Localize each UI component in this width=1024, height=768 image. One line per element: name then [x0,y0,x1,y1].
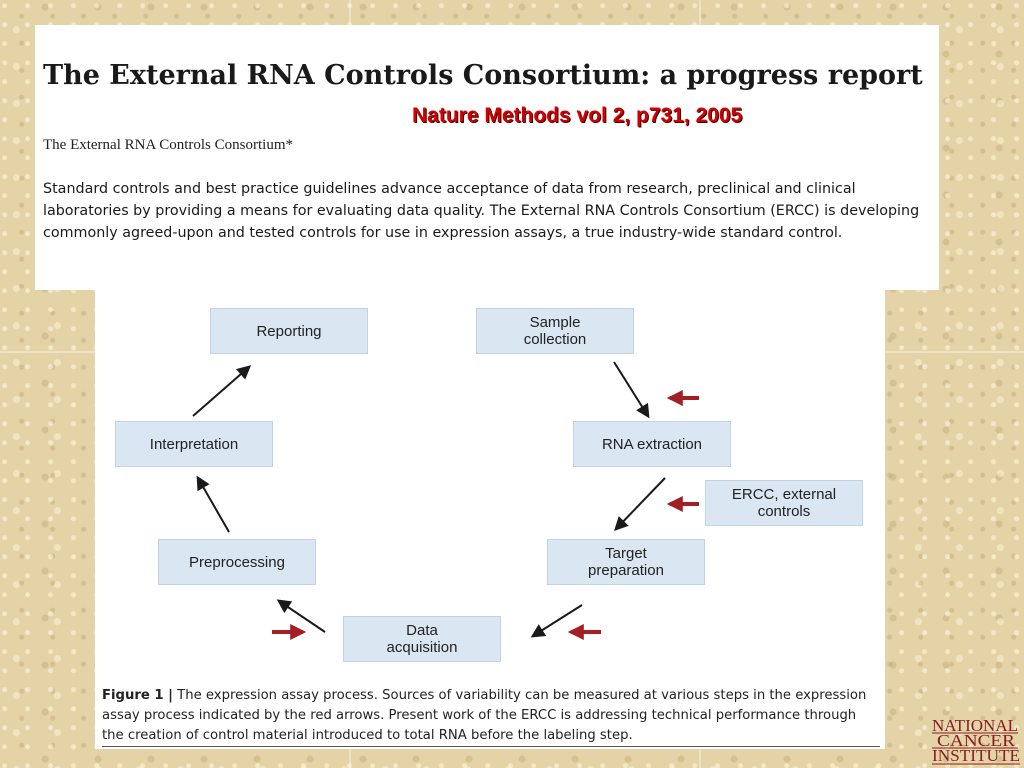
flow-arrow-preprocessing-to-interpretation [196,475,230,533]
node-target-preparation: Target preparation [547,539,705,585]
figure-caption-text: The expression assay process. Sources of… [102,688,867,743]
logo-line-institute: INSTITUTE [932,746,1020,765]
flow-arrow-rna-to-target [614,477,666,532]
flow-arrow-target-to-acquisition [530,604,583,638]
article-abstract: Standard controls and best practice guid… [43,181,920,241]
article-author: The External RNA Controls Consortium* [43,137,293,153]
logo-line-cancer: CANCER [937,731,1016,750]
node-preprocessing: Preprocessing [158,539,316,585]
journal-citation: Nature Methods vol 2, p731, 2005 [412,104,743,127]
figure-panel: Reporting Sample collection Interpretati… [95,290,885,749]
node-data-acquisition: Data acquisition [343,616,501,662]
logo-line-national: NATIONAL [932,716,1018,735]
flow-arrow-interpretation-to-reporting [192,365,252,417]
article-title: The External RNA Controls Consortium: a … [43,60,923,91]
node-sample-collection: Sample collection [476,308,634,354]
figure-caption: Figure 1 | The expression assay process.… [102,686,872,746]
nci-logo: NATIONAL CANCER INSTITUTE [932,716,1020,765]
article-header-panel: The External RNA Controls Consortium: a … [35,25,939,290]
diagram-arrows [192,361,699,640]
flow-arrow-sample-to-rna [613,361,650,419]
caption-divider [102,746,880,747]
node-interpretation: Interpretation [115,421,273,467]
node-ercc-controls: ERCC, external controls [705,480,863,526]
node-rna-extraction: RNA extraction [573,421,731,467]
node-reporting: Reporting [210,308,368,354]
flow-arrow-acquisition-to-preprocessing [276,599,326,633]
figure-label: Figure 1 | [102,688,173,703]
